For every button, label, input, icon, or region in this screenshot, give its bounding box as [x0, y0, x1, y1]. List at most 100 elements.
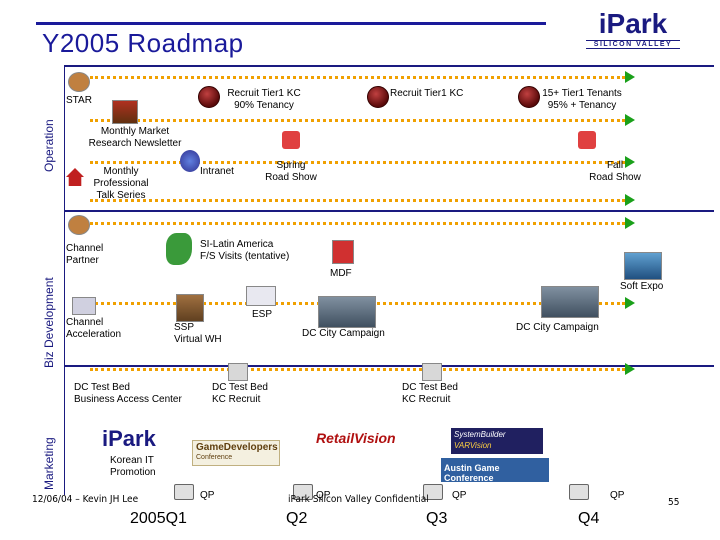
gamedev-conference-logo: GameDevelopers Conference — [192, 440, 280, 466]
soft-expo-photo — [624, 252, 662, 280]
channel-accel-line-2: Acceleration — [66, 329, 122, 340]
channel-accel-label: Channel Acceleration — [66, 317, 121, 341]
newsletter-line-2: Research Newsletter — [88, 138, 182, 149]
ipark-small-logo-text: iPark — [102, 426, 156, 451]
mdf-label: MDF — [330, 268, 352, 279]
star-label: STAR — [66, 95, 92, 106]
lane-label-biz: Biz Development — [42, 277, 56, 368]
test-bed-1-label: DC Test Bed Business Access Center — [74, 382, 182, 406]
spring-label: Spring Road Show — [256, 160, 326, 184]
tenants-label: 15+ Tier1 Tenants 95% + Tenancy — [534, 88, 630, 112]
test-bed-1-line-1: DC Test Bed — [74, 382, 130, 393]
timeline-arrow-4 — [625, 194, 635, 206]
fall-line-2: Road Show — [589, 172, 641, 183]
newsletter-line-1: Monthly Market — [100, 126, 170, 137]
qp-icon — [293, 484, 313, 500]
roadshow-icon — [282, 131, 300, 149]
spring-line-2: Road Show — [265, 172, 317, 183]
test-bed-3-line-2: KC Recruit — [402, 394, 451, 405]
recruit-2-label: Recruit Tier1 KC — [390, 88, 464, 99]
house-icon — [66, 168, 84, 186]
test-bed-2-line-1: DC Test Bed — [212, 382, 268, 393]
quarter-label-q1: 2005Q1 — [130, 510, 187, 527]
lane-separator-2 — [64, 365, 714, 367]
si-latin-label: SI-Latin America F/S Visits (tentative) — [200, 239, 289, 263]
test-bed-1-line-2: Business Access Center — [74, 394, 182, 405]
dc-campaign-1-label: DC City Campaign — [302, 328, 385, 339]
ipark-logo: iPark SILICON VALLEY — [578, 10, 688, 50]
mdf-icon — [332, 240, 354, 264]
channel-pig-icon — [68, 215, 90, 235]
latin-america-map-icon — [166, 233, 192, 265]
medal-icon — [198, 86, 220, 108]
timeline-arrow-5 — [625, 217, 635, 229]
esp-device-icon — [246, 286, 276, 306]
retailvision-logo: RetailVision — [316, 430, 402, 456]
ssp-line-1: SSP — [174, 322, 195, 333]
lane-separator-1 — [64, 210, 714, 212]
recruit-1-line-2: 90% Tenancy — [234, 100, 294, 111]
recruit-1-line-1: Recruit Tier1 KC — [227, 88, 301, 99]
page-number: 55 — [668, 497, 680, 508]
esp-label: ESP — [252, 309, 273, 320]
quarter-label-q2: Q2 — [286, 510, 308, 527]
timeline-arrow-6 — [625, 297, 635, 309]
qp-label-1: QP — [200, 490, 215, 501]
gamedev-sub-text: Conference — [196, 454, 233, 461]
footer-confidential: iPark Silicon Valley Confidential — [288, 494, 429, 505]
varvision-text: VARVision — [454, 441, 492, 450]
medal-icon — [367, 86, 389, 108]
talk-series-label: Monthly Professional Talk Series — [86, 166, 156, 202]
austin-game-conf-logo: Austin Game Conference — [441, 458, 549, 483]
warehouse-photo — [176, 294, 204, 322]
systembuilder-text: SystemBuilder — [454, 430, 506, 439]
star-pig-icon — [68, 72, 90, 92]
systembuilder-logo: SystemBuilder VARVision — [451, 428, 543, 454]
retailvision-text: RetailVision — [316, 430, 396, 446]
dc-campaign-photo — [541, 286, 599, 318]
ssp-line-2: Virtual WH — [174, 334, 222, 345]
talk-series-line-1: Monthly — [103, 166, 139, 177]
lane-vertical-line — [64, 65, 65, 495]
fall-label: Fall Road Show — [580, 160, 650, 184]
dc-campaign-2-label: DC City Campaign — [516, 322, 599, 333]
quarter-label-q3: Q3 — [426, 510, 448, 527]
spring-line-1: Spring — [276, 160, 306, 171]
timeline-arrow-3 — [625, 156, 635, 168]
newsletter-label: Monthly Market Research Newsletter — [82, 126, 188, 150]
test-bed-icon — [422, 363, 442, 381]
test-bed-3-line-1: DC Test Bed — [402, 382, 458, 393]
tenants-line-1: 15+ Tier1 Tenants — [542, 88, 622, 99]
korean-it-line-1: Korean IT — [110, 455, 154, 466]
lane-top-line — [64, 65, 714, 67]
qp-label-2: QP — [316, 490, 331, 501]
logo-main-text: iPark — [598, 8, 668, 39]
timeline-row-5 — [90, 222, 625, 229]
channel-accel-icon — [72, 297, 96, 315]
qp-icon — [569, 484, 589, 500]
talk-series-line-2: Professional — [93, 178, 149, 189]
ssp-label: SSP Virtual WH — [174, 322, 222, 346]
footer-date-author: 12/06/04 – Kevin JH Lee — [32, 494, 139, 505]
channel-partner-line-1: Channel — [66, 243, 104, 254]
timeline-arrow-2 — [625, 114, 635, 126]
lane-label-marketing: Marketing — [42, 437, 56, 490]
intranet-label: Intranet — [200, 166, 234, 177]
timeline-row-3 — [90, 161, 625, 168]
channel-accel-line-1: Channel — [66, 317, 104, 328]
si-latin-line-1: SI-Latin America — [200, 239, 274, 250]
timeline-arrow-1 — [625, 71, 635, 83]
qp-icon — [423, 484, 443, 500]
talk-series-line-3: Talk Series — [96, 190, 146, 201]
timeline-row-1 — [90, 76, 625, 83]
books-icon — [112, 100, 138, 124]
lane-label-operation: Operation — [42, 119, 56, 172]
timeline-row-7 — [90, 368, 625, 375]
channel-partner-line-2: Partner — [66, 255, 99, 266]
logo-sub-text: SILICON VALLEY — [586, 40, 680, 49]
test-bed-3-label: DC Test Bed KC Recruit — [402, 382, 458, 406]
ipark-small-logo: iPark — [102, 428, 176, 454]
title-rule — [36, 22, 546, 25]
qp-icon — [174, 484, 194, 500]
timeline-row-2 — [90, 119, 625, 126]
